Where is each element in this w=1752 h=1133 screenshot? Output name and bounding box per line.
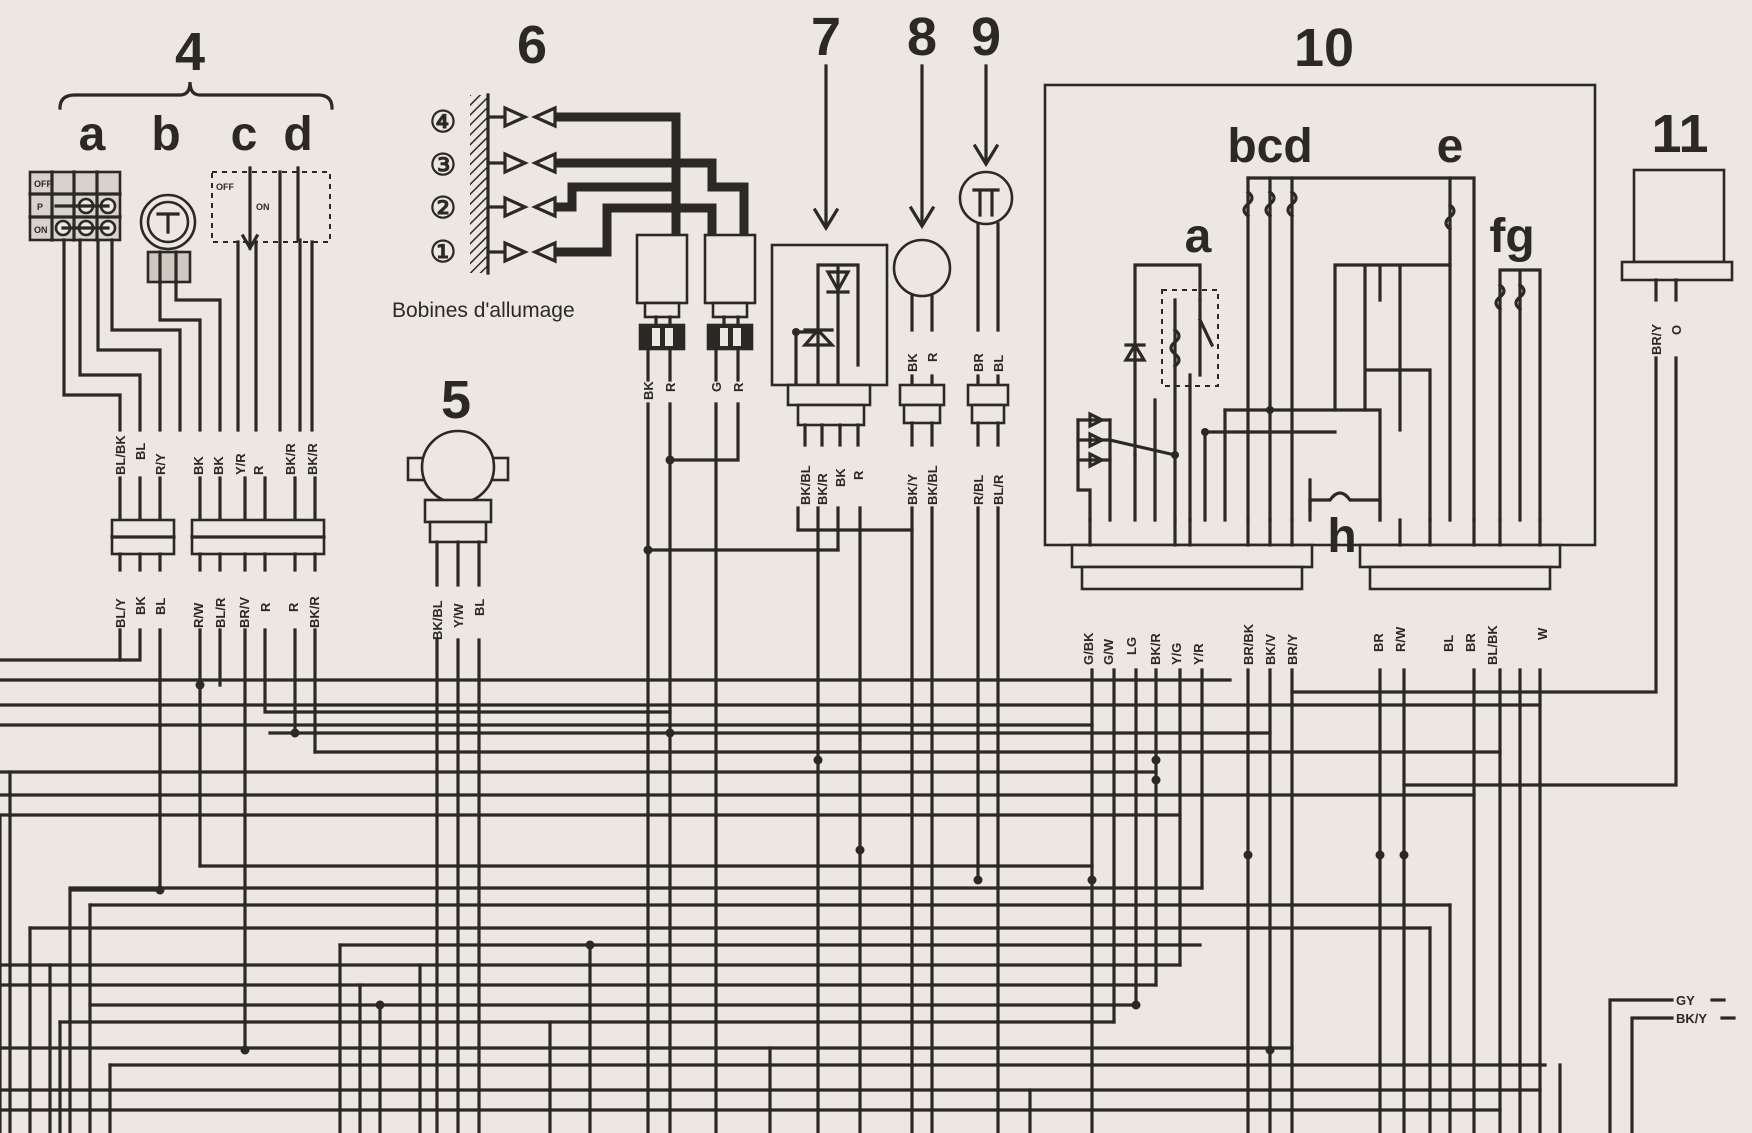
label-10bcd: bcd <box>1227 120 1312 173</box>
main-harness <box>0 455 1562 1133</box>
svg-text:R: R <box>851 470 866 480</box>
cyl-4: ④ <box>430 106 457 139</box>
svg-text:LG: LG <box>1124 637 1139 655</box>
oil-pressure-switch-9: BR BL R/BL BL/R <box>958 64 1014 1133</box>
svg-text:BK/Y: BK/Y <box>1676 1011 1707 1026</box>
kill-switch-4cd: OFF ON <box>211 166 331 252</box>
svg-text:BR/Y: BR/Y <box>1285 634 1300 665</box>
svg-text:Y/G: Y/G <box>1169 643 1184 665</box>
label-9: 9 <box>971 7 1001 67</box>
svg-text:BR: BR <box>1371 633 1386 652</box>
svg-text:ON: ON <box>34 225 48 235</box>
svg-text:BK/BL: BK/BL <box>925 465 940 505</box>
svg-text:R/Y: R/Y <box>153 453 168 475</box>
svg-text:BL/Y: BL/Y <box>113 598 128 628</box>
codes-4-top: BL/BK BL R/Y BK BK Y/R R BK/R BK/R <box>113 435 320 475</box>
svg-text:R: R <box>731 382 746 392</box>
svg-text:BK/BL: BK/BL <box>430 600 445 640</box>
svg-text:BL: BL <box>472 599 487 616</box>
right-edge-wires: GY BK/Y <box>1608 993 1736 1133</box>
svg-text:R: R <box>925 352 940 362</box>
svg-text:BK/R: BK/R <box>283 443 298 475</box>
label-10fg: fg <box>1489 210 1534 263</box>
svg-text:BL: BL <box>133 443 148 460</box>
label-5: 5 <box>441 370 471 430</box>
svg-text:W: W <box>1535 627 1550 640</box>
svg-text:BR/Y: BR/Y <box>1649 324 1664 355</box>
cyl-3: ③ <box>430 149 457 182</box>
label-8: 8 <box>907 7 937 67</box>
svg-text:R/W: R/W <box>191 602 206 628</box>
svg-text:R: R <box>251 465 266 475</box>
svg-text:ON: ON <box>256 202 270 212</box>
label-4: 4 <box>175 22 205 82</box>
svg-text:R: R <box>258 602 273 612</box>
pickup-coil-5: BK/BL Y/W BL <box>406 429 510 640</box>
svg-text:BK: BK <box>211 456 226 475</box>
label-4d: d <box>283 108 312 161</box>
junction-box-10: bcd e fg a h <box>1043 83 1597 665</box>
svg-text:BK/R: BK/R <box>815 473 830 505</box>
svg-text:R/W: R/W <box>1393 626 1408 652</box>
label-10a: a <box>1185 210 1212 263</box>
svg-text:BL/BK: BL/BK <box>1485 625 1500 665</box>
label-4a: a <box>79 108 106 161</box>
svg-text:BK: BK <box>133 596 148 615</box>
svg-text:BK: BK <box>905 353 920 372</box>
svg-text:R: R <box>286 602 301 612</box>
svg-text:OFF: OFF <box>34 179 52 189</box>
cyl-2: ② <box>430 192 457 225</box>
cyl-1: ① <box>430 236 457 269</box>
svg-text:BK/R: BK/R <box>305 443 320 475</box>
svg-text:BK/BL: BK/BL <box>798 465 813 505</box>
svg-text:BK/R: BK/R <box>1148 633 1163 665</box>
svg-text:BK: BK <box>191 456 206 475</box>
label-10h: h <box>1327 510 1356 563</box>
ignition-switch-4a: OFF P ON <box>28 170 122 242</box>
svg-text:BK/R: BK/R <box>307 596 322 628</box>
svg-text:BL: BL <box>153 598 168 615</box>
label-11: 11 <box>1651 104 1708 164</box>
ignition-coils-6: ④ ③ ② ① Bobines d'allumage <box>392 93 757 1133</box>
svg-text:BL/BK: BL/BK <box>113 435 128 475</box>
svg-text:BK/V: BK/V <box>1263 634 1278 665</box>
svg-text:GY: GY <box>1676 993 1695 1008</box>
svg-text:BR/V: BR/V <box>237 597 252 628</box>
svg-text:BK: BK <box>641 381 656 400</box>
svg-text:Y/W: Y/W <box>451 603 466 628</box>
component-numbers: 4 6 7 8 9 10 11 5 <box>175 7 1709 430</box>
coils-caption: Bobines d'allumage <box>392 299 575 322</box>
svg-text:BK: BK <box>833 468 848 487</box>
label-10: 10 <box>1294 18 1354 78</box>
svg-text:BL/R: BL/R <box>991 474 1006 505</box>
svg-text:O: O <box>1669 325 1684 335</box>
label-10e: e <box>1437 120 1464 173</box>
svg-text:BR: BR <box>1463 633 1478 652</box>
svg-text:Y/R: Y/R <box>1191 643 1206 665</box>
svg-text:P: P <box>37 202 43 212</box>
svg-text:BR/BK: BR/BK <box>1241 623 1256 665</box>
codes-4-bottom: BL/Y BK BL R/W BL/R BR/V R R BK/R <box>113 596 322 628</box>
svg-text:Y/R: Y/R <box>233 453 248 475</box>
label-4b: b <box>151 108 180 161</box>
label-6: 6 <box>517 15 547 75</box>
svg-text:BR: BR <box>971 353 986 372</box>
svg-text:BL: BL <box>991 355 1006 372</box>
svg-text:OFF: OFF <box>216 182 234 192</box>
label-4c: c <box>231 108 258 161</box>
svg-text:BK/Y: BK/Y <box>905 474 920 505</box>
brace-4 <box>58 81 334 110</box>
svg-text:BL/R: BL/R <box>213 597 228 628</box>
svg-text:BL: BL <box>1441 635 1456 652</box>
svg-text:G/BK: G/BK <box>1081 632 1096 665</box>
temperature-sender-4b <box>139 193 197 284</box>
svg-text:G/W: G/W <box>1101 638 1116 665</box>
regulator-7: BK/BL BK/R BK R <box>646 64 914 762</box>
svg-text:R: R <box>663 382 678 392</box>
svg-text:R/BL: R/BL <box>971 475 986 505</box>
label-7: 7 <box>811 7 841 67</box>
svg-text:G: G <box>709 382 724 392</box>
neutral-switch-8: BK R BK/Y BK/BL <box>892 64 952 1133</box>
